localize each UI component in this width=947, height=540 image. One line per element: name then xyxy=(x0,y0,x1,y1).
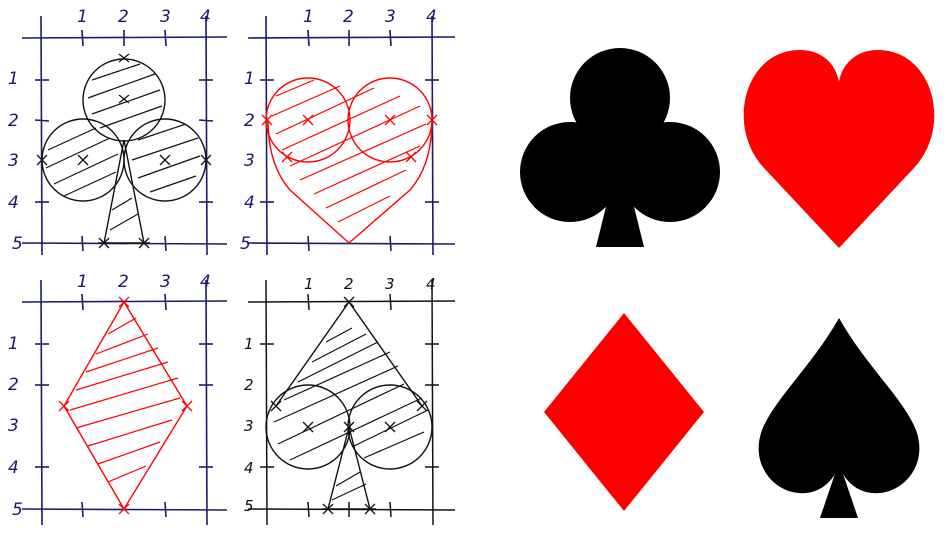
diamonds-row-label: 3 xyxy=(8,416,19,436)
hearts-col-label: 4 xyxy=(426,7,437,27)
hearts-col-label: 3 xyxy=(385,7,396,27)
hearts-hatching xyxy=(271,79,427,223)
spades-axis-labels: 1 2 3 4 1 2 3 4 5 xyxy=(244,275,436,515)
clubs-axis-labels: 1 2 3 4 1 2 3 4 5 xyxy=(8,7,211,254)
spades-sketch: 1 2 3 4 1 2 3 4 5 xyxy=(244,275,456,526)
clubs-row-label: 1 xyxy=(8,69,19,89)
spades-col-label: 4 xyxy=(426,275,436,293)
diamonds-row-label: 5 xyxy=(12,500,23,520)
diamonds-col-label: 2 xyxy=(118,272,129,292)
diamonds-row-label: 1 xyxy=(8,334,19,354)
spade-icon xyxy=(758,318,920,518)
diamonds-row-label: 4 xyxy=(8,458,19,478)
hearts-sketch: 1 2 3 4 1 2 3 4 5 xyxy=(240,7,456,256)
clubs-hatching xyxy=(45,63,201,231)
spades-grid xyxy=(247,279,456,526)
hearts-row-label: 1 xyxy=(244,69,255,89)
club-icon xyxy=(520,48,720,247)
clubs-grid xyxy=(21,15,228,256)
diamonds-hatching xyxy=(69,317,181,483)
spades-row-label: 3 xyxy=(244,417,254,435)
spades-col-label: 1 xyxy=(304,275,314,293)
spades-row-label: 1 xyxy=(244,335,254,353)
hearts-row-label: 3 xyxy=(244,151,255,171)
hearts-row-label: 4 xyxy=(244,193,255,213)
clubs-col-label: 2 xyxy=(118,7,129,27)
diamonds-row-label: 2 xyxy=(8,375,19,395)
hearts-col-label: 1 xyxy=(303,7,314,27)
hearts-axis-labels: 1 2 3 4 1 2 3 4 5 xyxy=(240,7,437,254)
diamonds-col-label: 4 xyxy=(200,272,211,292)
clubs-row-label: 5 xyxy=(12,234,23,254)
hearts-row-label: 2 xyxy=(244,111,255,131)
diamonds-grid xyxy=(21,279,228,526)
hearts-col-label: 2 xyxy=(343,7,354,27)
diamond-icon xyxy=(544,313,704,511)
clubs-row-label: 2 xyxy=(8,111,19,131)
spades-row-label: 2 xyxy=(244,376,254,394)
spades-col-label: 2 xyxy=(344,275,354,293)
clubs-row-label: 3 xyxy=(8,151,19,171)
clubs-shape-outline xyxy=(41,58,207,244)
clubs-sketch: 1 2 3 4 1 2 3 4 5 xyxy=(8,7,228,256)
diamonds-axis-labels: 1 2 3 4 1 2 3 4 5 xyxy=(8,272,211,520)
spades-row-label: 5 xyxy=(244,497,254,515)
spades-hatching xyxy=(273,327,429,501)
heart-icon xyxy=(743,50,935,248)
spades-points xyxy=(270,296,428,515)
clubs-row-label: 4 xyxy=(8,193,19,213)
diamonds-col-label: 1 xyxy=(77,272,88,292)
diamonds-sketch: 1 2 3 4 1 2 3 4 5 xyxy=(8,272,228,526)
spades-col-label: 3 xyxy=(385,275,395,293)
clubs-col-label: 4 xyxy=(200,7,211,27)
hearts-points xyxy=(261,114,438,163)
diamonds-points xyxy=(58,296,193,515)
hearts-grid xyxy=(247,15,456,256)
clubs-col-label: 1 xyxy=(77,7,88,27)
clubs-points xyxy=(36,53,212,249)
clubs-col-label: 3 xyxy=(160,7,171,27)
hearts-row-label: 5 xyxy=(240,234,251,254)
spades-row-label: 4 xyxy=(244,459,254,477)
diamonds-col-label: 3 xyxy=(160,272,171,292)
diamonds-shape-outline xyxy=(63,300,188,511)
